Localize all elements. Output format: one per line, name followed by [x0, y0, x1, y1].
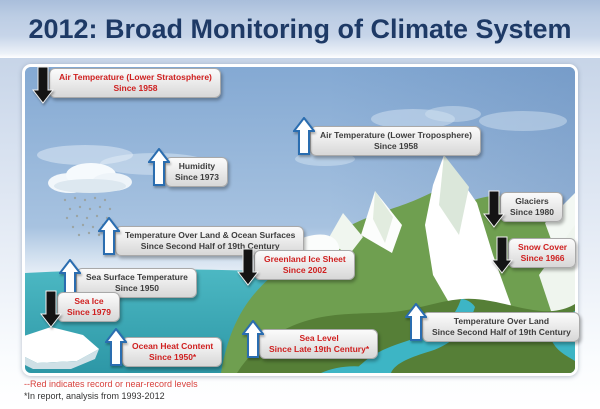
- label-line2: Since Second Half of 19th Century: [140, 241, 280, 251]
- down-arrow-icon: [491, 236, 513, 274]
- label-line1: Temperature Over Land: [453, 316, 550, 326]
- down-arrow-icon: [237, 248, 259, 286]
- footnote-analysis-period: *In report, analysis from 1993-2012: [24, 391, 165, 401]
- up-arrow-icon: [105, 328, 127, 366]
- label-line1: Greenland Ice Sheet: [264, 254, 346, 264]
- label-line2: Since 1980: [510, 207, 554, 217]
- label-line2: Since 1958: [373, 141, 418, 151]
- label-line1: Temperature Over Land & Ocean Surfaces: [125, 230, 296, 240]
- label-line1: Ocean Heat Content: [132, 341, 214, 351]
- label-line1: Air Temperature (Lower Troposphere): [320, 130, 472, 140]
- down-arrow-icon: [32, 66, 54, 104]
- label-line1: Snow Cover: [518, 242, 568, 252]
- label-line2: Since 1950*: [148, 352, 197, 362]
- label-line2: Since 1979: [67, 307, 111, 317]
- label-air-temp-lower-troposphere: Air Temperature (Lower Troposphere)Since…: [293, 117, 481, 156]
- slide-title: 2012: Broad Monitoring of Climate System: [28, 14, 572, 44]
- up-arrow-icon: [293, 117, 315, 155]
- label-line2: Since 1966: [520, 253, 565, 263]
- label-air-temp-lower-stratosphere: Air Temperature (Lower Stratosphere)Sinc…: [32, 66, 221, 104]
- label-line2: Since 1950: [114, 283, 159, 293]
- label-line1: Air Temperature (Lower Stratosphere): [59, 72, 212, 82]
- label-line2: Since 1958: [113, 83, 158, 93]
- label-line2: Since Late 19th Century*: [269, 344, 370, 354]
- up-arrow-icon: [242, 320, 264, 358]
- up-arrow-icon: [98, 217, 120, 255]
- label-line1: Glaciers: [515, 196, 549, 206]
- rain-cloud-icon: [48, 163, 132, 193]
- label-line1: Sea Ice: [74, 296, 104, 306]
- up-arrow-icon: [148, 148, 170, 186]
- header-band: 2012: Broad Monitoring of Climate System: [0, 0, 600, 58]
- label-line1: Sea Surface Temperature: [86, 272, 188, 282]
- down-arrow-icon: [483, 190, 505, 228]
- down-arrow-icon: [40, 290, 62, 328]
- label-line1: Sea Level: [299, 333, 339, 343]
- iceberg-icon: [25, 327, 99, 369]
- label-line2: Since Second Half of 19th Century: [432, 327, 571, 337]
- label-line2: Since 2002: [282, 265, 327, 275]
- label-line1: Humidity: [178, 161, 216, 171]
- label-line2: Since 1973: [175, 172, 219, 182]
- footnote-red-record-note: --Red indicates record or near-record le…: [24, 379, 198, 389]
- up-arrow-icon: [405, 303, 427, 341]
